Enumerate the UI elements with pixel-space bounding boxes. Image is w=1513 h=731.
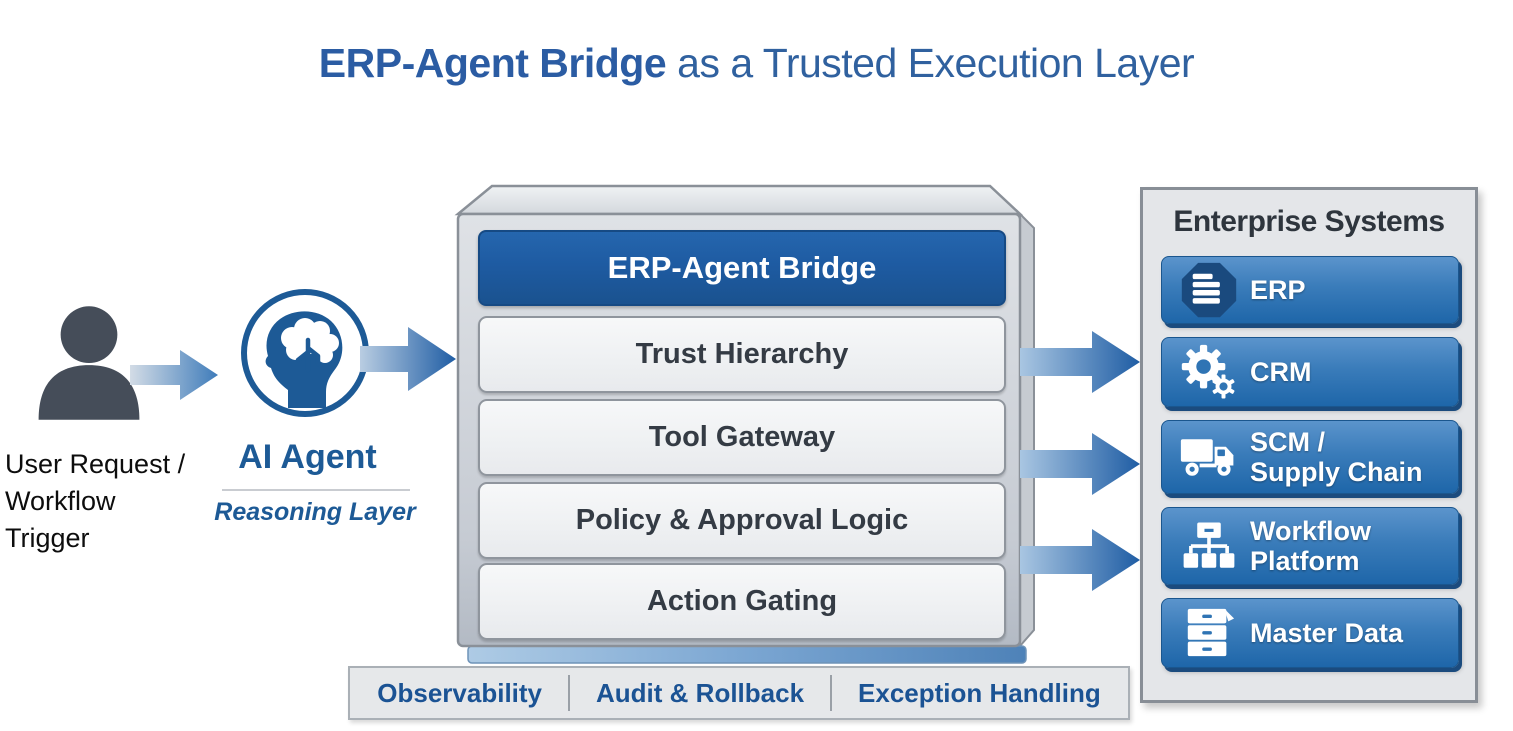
system-scm: SCM / Supply Chain [1161,420,1459,494]
bridge-header: ERP-Agent Bridge [478,230,1006,306]
enterprise-systems-panel: Enterprise Systems ERP [1140,187,1478,703]
title-emphasis: ERP-Agent Bridge [318,40,667,86]
arrow-bridge-to-systems-2 [1020,433,1140,495]
system-label: CRM [1250,356,1312,387]
foundation-divider [568,675,571,711]
system-label: Workflow Platform [1250,515,1371,576]
system-workflow: Workflow Platform [1161,507,1459,585]
title-rest: as a Trusted Execution Layer [677,40,1195,86]
system-crm: CRM [1161,337,1459,407]
truck-icon [1168,434,1250,480]
system-label: ERP [1250,274,1306,305]
brain-head-icon [241,289,369,417]
bridge-layer-tool-gateway: Tool Gateway [478,399,1006,476]
gears-icon [1168,343,1250,401]
arrow-bridge-to-systems-3 [1020,529,1140,591]
arrow-agent-to-bridge [360,327,456,391]
foundation-divider [830,675,833,711]
actor-label: User Request / Workflow Trigger [5,449,186,553]
arrow-bridge-to-systems-1 [1020,331,1140,393]
agent-label: AI Agent [238,438,377,476]
org-chart-icon [1168,519,1250,573]
system-erp: ERP [1161,256,1459,324]
system-label: SCM / Supply Chain [1250,426,1423,487]
foundation-bar: Observability Audit & Rollback Exception… [348,666,1130,720]
foundation-exception-handling: Exception Handling [858,677,1101,708]
agent-sublabel: Reasoning Layer [214,498,416,526]
bridge-layer-action-gating: Action Gating [478,563,1006,640]
agent-divider [222,489,410,491]
foundation-observability: Observability [377,677,543,708]
drawer-cabinet-icon [1168,606,1250,660]
bridge-layer-trust-hierarchy: Trust Hierarchy [478,316,1006,393]
document-stack-icon [1168,261,1250,319]
person-silhouette-icon [38,306,140,420]
system-label: Master Data [1250,617,1404,648]
system-master-data: Master Data [1161,598,1459,668]
bridge-layer-policy-approval-logic: Policy & Approval Logic [478,482,1006,559]
arrow-user-to-agent [130,350,218,400]
enterprise-panel-title: Enterprise Systems [1173,205,1445,238]
foundation-audit-rollback: Audit & Rollback [596,677,805,708]
enterprise-systems-list: ERP [1161,256,1459,668]
